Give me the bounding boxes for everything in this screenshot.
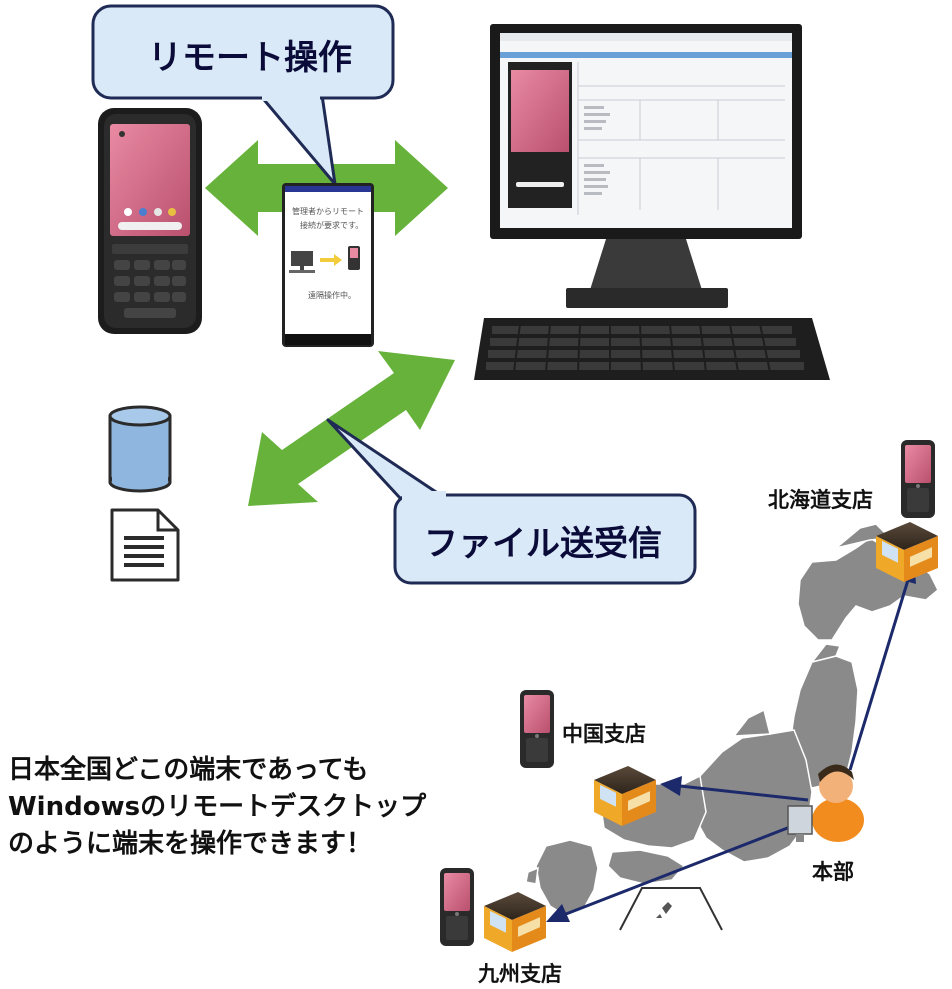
handheld-terminal-icon xyxy=(520,690,554,768)
branch-label-hokkaido: 北海道支店 xyxy=(768,488,873,512)
keyboard-icon xyxy=(474,318,830,380)
okinawa-inset xyxy=(619,887,723,931)
document-icon xyxy=(110,508,180,582)
caption-line-1: 日本全国どこの端末であっても xyxy=(8,755,369,785)
phone-screen-line3: 遠隔操作中。 xyxy=(308,291,356,300)
caption-line-3: のように端末を操作できます！ xyxy=(8,829,373,859)
bubble-file-transfer-label: ファイル送受信 xyxy=(424,524,662,564)
handheld-terminal-icon xyxy=(901,440,935,518)
phone-screen-line2: 接続が要求です。 xyxy=(300,221,364,230)
bubble-remote-label: リモート操作 xyxy=(148,38,352,78)
branch-building-icon xyxy=(484,892,546,952)
handheld-terminal-icon xyxy=(98,108,202,334)
handheld-terminal-icon xyxy=(440,868,474,946)
desktop-monitor-icon xyxy=(490,24,802,308)
center-phone-icon xyxy=(282,183,374,347)
green-double-arrow-diagonal xyxy=(248,351,455,506)
branch-label-honbu: 本部 xyxy=(812,860,854,884)
caption-line-2: Windowsのリモートデスクトップ xyxy=(8,792,427,822)
bubble-remote-operation xyxy=(91,4,395,186)
person-at-pc-icon xyxy=(787,764,864,842)
database-icon xyxy=(108,405,172,493)
branch-label-kyushu: 九州支店 xyxy=(478,962,562,986)
branch-label-chugoku: 中国支店 xyxy=(562,722,646,746)
caption: 日本全国どこの端末であっても Windowsのリモートデスクトップ のように端末… xyxy=(8,752,426,863)
phone-screen-line1: 管理者からリモート xyxy=(292,207,364,216)
bubble-file-transfer xyxy=(326,418,697,585)
